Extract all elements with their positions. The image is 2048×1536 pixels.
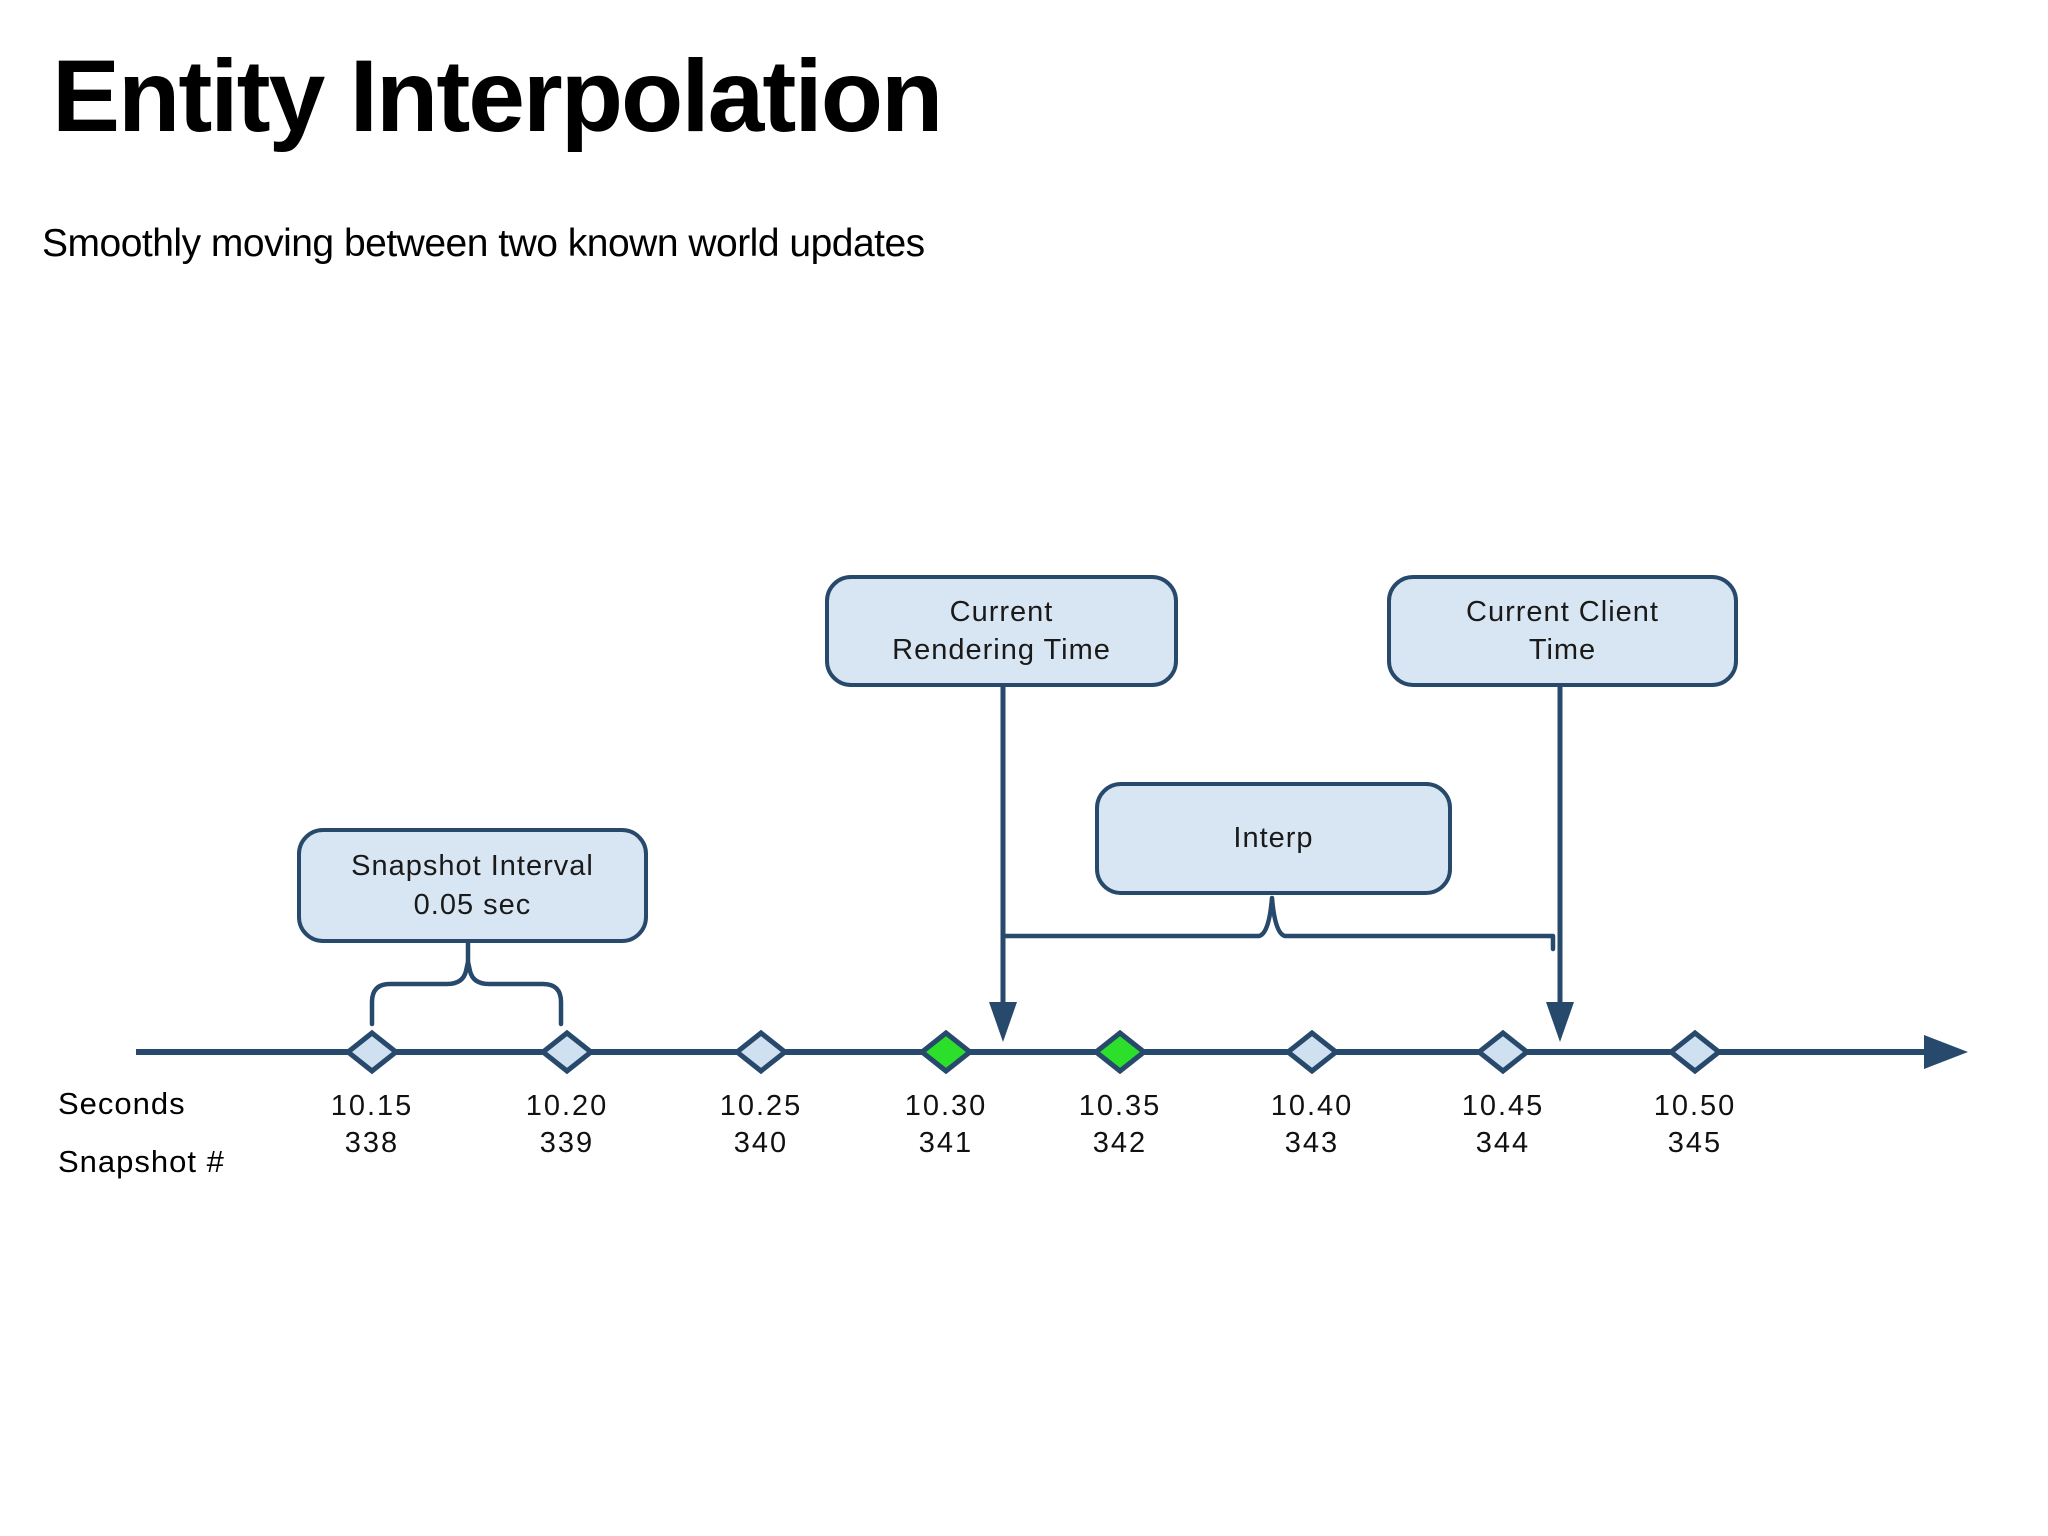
current-client-time-line1: Current Client <box>1466 595 1659 628</box>
page-subtitle: Smoothly moving between two known world … <box>42 222 925 265</box>
time-axis-arrowhead-icon <box>1924 1035 1968 1069</box>
snapshot-label: 10.20 339 <box>497 1088 637 1162</box>
client-time-arrowhead-icon <box>1546 1002 1574 1042</box>
page-title: Entity Interpolation <box>52 39 943 153</box>
snapshot-label: 10.30 341 <box>876 1088 1016 1162</box>
snapshot-seconds-value: 10.15 <box>330 1090 414 1122</box>
snapshot-seconds-value: 10.50 <box>1653 1090 1737 1122</box>
snapshot-diamond <box>1666 1029 1724 1075</box>
snapshot-interval-callout: Snapshot Interval 0.05 sec <box>297 828 648 943</box>
snapshot-seconds-value: 10.35 <box>1078 1090 1162 1122</box>
snapshot-number-value: 342 <box>1092 1127 1148 1159</box>
snapshot-seconds-value: 10.45 <box>1461 1090 1545 1122</box>
current-rendering-time-line1: Current <box>949 595 1054 628</box>
seconds-row-label: Seconds <box>58 1086 186 1121</box>
snapshot-seconds-value: 10.25 <box>719 1090 803 1122</box>
snapshot-row-label: Snapshot # <box>58 1144 225 1179</box>
snapshot-seconds-value: 10.20 <box>525 1090 609 1122</box>
interp-callout: Interp <box>1095 782 1452 895</box>
snapshot-label: 10.25 340 <box>691 1088 831 1162</box>
snapshot-seconds-value: 10.30 <box>904 1090 988 1122</box>
snapshot-number-value: 343 <box>1284 1127 1340 1159</box>
snapshot-label: 10.45 344 <box>1433 1088 1573 1162</box>
current-rendering-time-callout: Current Rendering Time <box>825 575 1178 687</box>
snapshot-number-value: 344 <box>1475 1127 1531 1159</box>
snapshot-markers-group <box>343 1029 1724 1075</box>
snapshot-diamond <box>732 1029 790 1075</box>
interp-label: Interp <box>1233 822 1314 855</box>
snapshot-number-value: 338 <box>344 1127 400 1159</box>
snapshot-number-value: 340 <box>733 1127 789 1159</box>
current-rendering-time-line2: Rendering Time <box>892 634 1111 666</box>
snapshot-diamond-highlighted <box>917 1029 975 1075</box>
rendering-time-arrowhead-icon <box>989 1002 1017 1042</box>
snapshot-number-value: 341 <box>918 1127 974 1159</box>
interp-bracket <box>1000 895 1556 952</box>
snapshot-label: 10.40 343 <box>1242 1088 1382 1162</box>
snapshot-diamond <box>538 1029 596 1075</box>
snapshot-seconds-value: 10.40 <box>1270 1090 1354 1122</box>
snapshot-label: 10.50 345 <box>1625 1088 1765 1162</box>
snapshot-interval-brace <box>369 959 564 1027</box>
snapshot-number-value: 339 <box>539 1127 595 1159</box>
current-client-time-callout: Current Client Time <box>1387 575 1738 687</box>
snapshot-interval-label-line1: Snapshot Interval <box>351 850 594 883</box>
snapshot-diamond-highlighted <box>1091 1029 1149 1075</box>
current-client-time-line2: Time <box>1528 634 1597 666</box>
snapshot-diamond <box>343 1029 401 1075</box>
snapshot-diamond <box>1283 1029 1341 1075</box>
snapshot-diamond <box>1474 1029 1532 1075</box>
snapshot-label: 10.35 342 <box>1050 1088 1190 1162</box>
snapshot-number-value: 345 <box>1667 1127 1723 1159</box>
snapshot-label: 10.15 338 <box>302 1088 442 1162</box>
snapshot-interval-label-line2: 0.05 sec <box>413 888 532 921</box>
